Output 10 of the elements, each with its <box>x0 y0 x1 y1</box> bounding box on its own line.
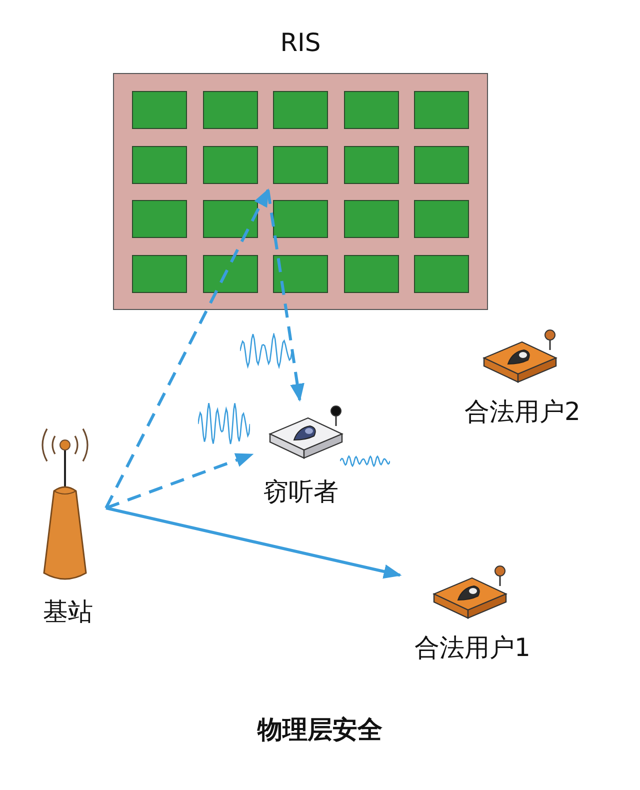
arrow <box>266 190 304 402</box>
arrow <box>106 506 402 579</box>
arrow <box>104 188 270 509</box>
node-label: 合法用户1 <box>414 633 530 663</box>
node-label: 窃听者 <box>264 477 338 507</box>
arrow <box>105 453 254 510</box>
node-label: 基站 <box>43 597 93 627</box>
panel-title: RIS <box>280 28 321 58</box>
caption: 物理层安全 <box>258 715 382 744</box>
node-label: 合法用户2 <box>464 397 580 427</box>
